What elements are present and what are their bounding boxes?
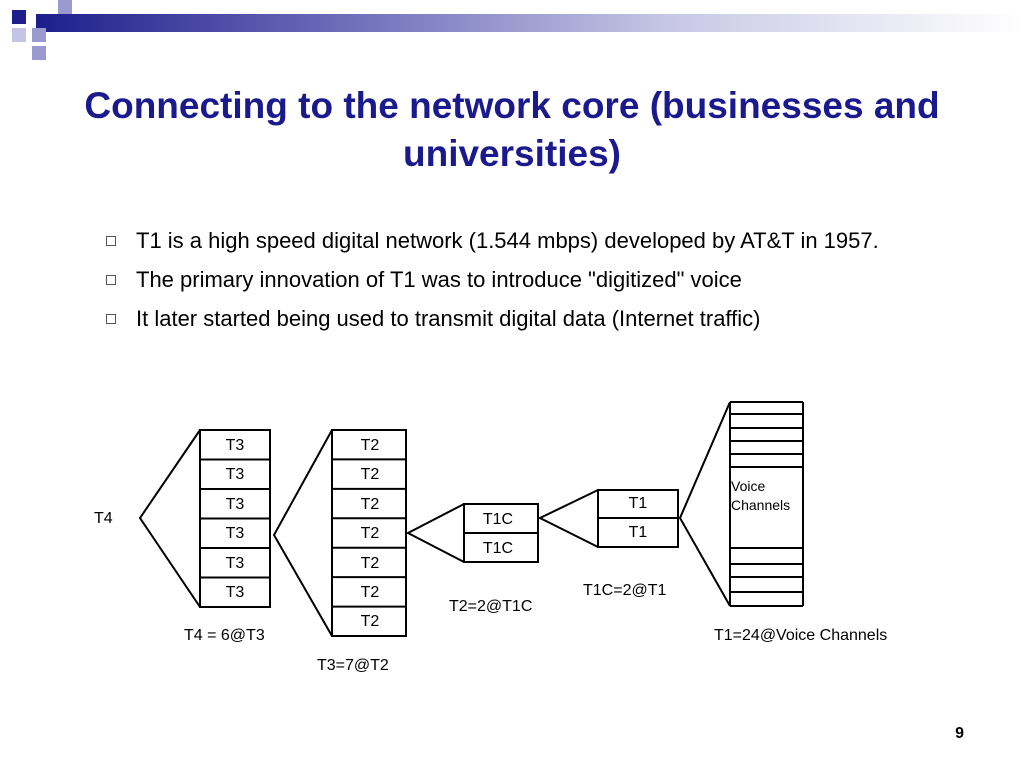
t3-cell: T3 — [226, 437, 245, 454]
t1-cell: T1 — [629, 495, 648, 512]
voice-label-line-2: Channels — [731, 497, 790, 513]
bullet-text: It later started being used to transmit … — [136, 306, 761, 331]
t2-cell: T2 — [361, 584, 380, 601]
square-bullet-icon — [106, 275, 116, 285]
t1-caption: T1=24@Voice Channels — [714, 627, 887, 644]
t4-label: T4 — [94, 510, 113, 527]
header-gradient-band — [36, 14, 1024, 32]
t3-fan-lines — [272, 429, 333, 637]
decor-square — [12, 28, 26, 42]
t1-fan-lines — [678, 401, 731, 607]
t2-fan-lines — [405, 503, 465, 563]
t3-caption: T3=7@T2 — [317, 657, 389, 674]
slide-title: Connecting to the network core (business… — [84, 85, 940, 174]
t3-cell: T3 — [226, 466, 245, 483]
bullet-text: The primary innovation of T1 was to intr… — [136, 267, 742, 292]
bullet-list: T1 is a high speed digital network (1.54… — [104, 226, 964, 343]
t4-fan-lines — [138, 429, 201, 608]
t3-dividers — [200, 458, 270, 579]
t2-cell: T2 — [361, 613, 380, 630]
t1c-fan-lines — [537, 489, 599, 548]
voice-label-line-1: Voice — [731, 478, 765, 494]
square-bullet-icon — [106, 314, 116, 324]
t2-cell: T2 — [361, 555, 380, 572]
t3-cell: T3 — [226, 525, 245, 542]
decor-square — [32, 46, 46, 60]
page-number: 9 — [955, 725, 964, 742]
voice-channel-lines — [730, 401, 803, 607]
decor-square — [32, 28, 46, 42]
t2-cell: T2 — [361, 496, 380, 513]
t2-cell: T2 — [361, 437, 380, 454]
t1c-cell: T1C — [483, 511, 513, 528]
t2-dividers — [332, 458, 406, 608]
square-bullet-icon — [106, 236, 116, 246]
bullet-item: It later started being used to transmit … — [104, 304, 964, 334]
t3-cell: T3 — [226, 496, 245, 513]
decor-square — [12, 10, 26, 24]
bullet-item: T1 is a high speed digital network (1.54… — [104, 226, 964, 256]
bullet-item: The primary innovation of T1 was to intr… — [104, 265, 964, 295]
t2-caption: T2=2@T1C — [449, 598, 532, 615]
t1-cell: T1 — [629, 524, 648, 541]
t4-caption: T4 = 6@T3 — [184, 627, 265, 644]
t3-cell: T3 — [226, 555, 245, 572]
t2-cell: T2 — [361, 466, 380, 483]
bullet-text: T1 is a high speed digital network (1.54… — [136, 228, 879, 253]
t1c-caption: T1C=2@T1 — [583, 582, 666, 599]
header-decoration — [0, 0, 1024, 60]
t3-cell: T3 — [226, 584, 245, 601]
t1c-cell: T1C — [483, 540, 513, 557]
decor-square — [58, 0, 72, 14]
t2-cell: T2 — [361, 525, 380, 542]
